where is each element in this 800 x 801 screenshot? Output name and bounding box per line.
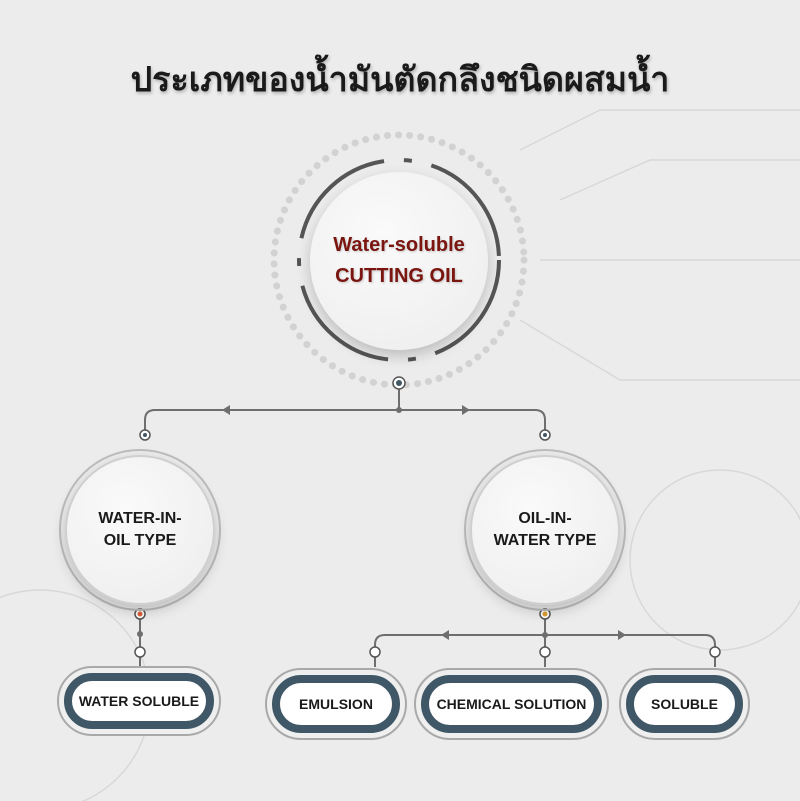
branch-label: OIL-IN- — [518, 510, 572, 527]
pill-emulsion: EMULSION — [265, 668, 407, 740]
pill-label: SOLUBLE — [626, 675, 743, 733]
branch-label: WATER TYPE — [493, 532, 597, 549]
branch-label: WATER-IN- — [98, 510, 182, 527]
pill-soluble: SOLUBLE — [619, 668, 750, 740]
pill-chemical-solution: CHEMICAL SOLUTION — [414, 668, 609, 740]
pill-label: EMULSION — [272, 675, 400, 733]
pill-label: CHEMICAL SOLUTION — [421, 675, 602, 733]
root-line2: CUTTING OIL — [335, 265, 463, 287]
branch-label: OIL TYPE — [103, 532, 177, 549]
page-title: ประเภทของน้ำมันตัดกลึงชนิดผสมน้ำ — [130, 61, 670, 99]
pill-label: WATER SOLUBLE — [64, 673, 214, 729]
oil-in-water-node: OIL-IN- WATER TYPE — [470, 455, 620, 605]
water-in-oil-node: WATER-IN- OIL TYPE — [65, 455, 215, 605]
node-dots — [134, 376, 721, 658]
root-line1: Water-soluble — [333, 234, 465, 256]
pill-water-soluble: WATER SOLUBLE — [57, 666, 221, 736]
root-node: Water-soluble CUTTING OIL — [310, 172, 488, 350]
